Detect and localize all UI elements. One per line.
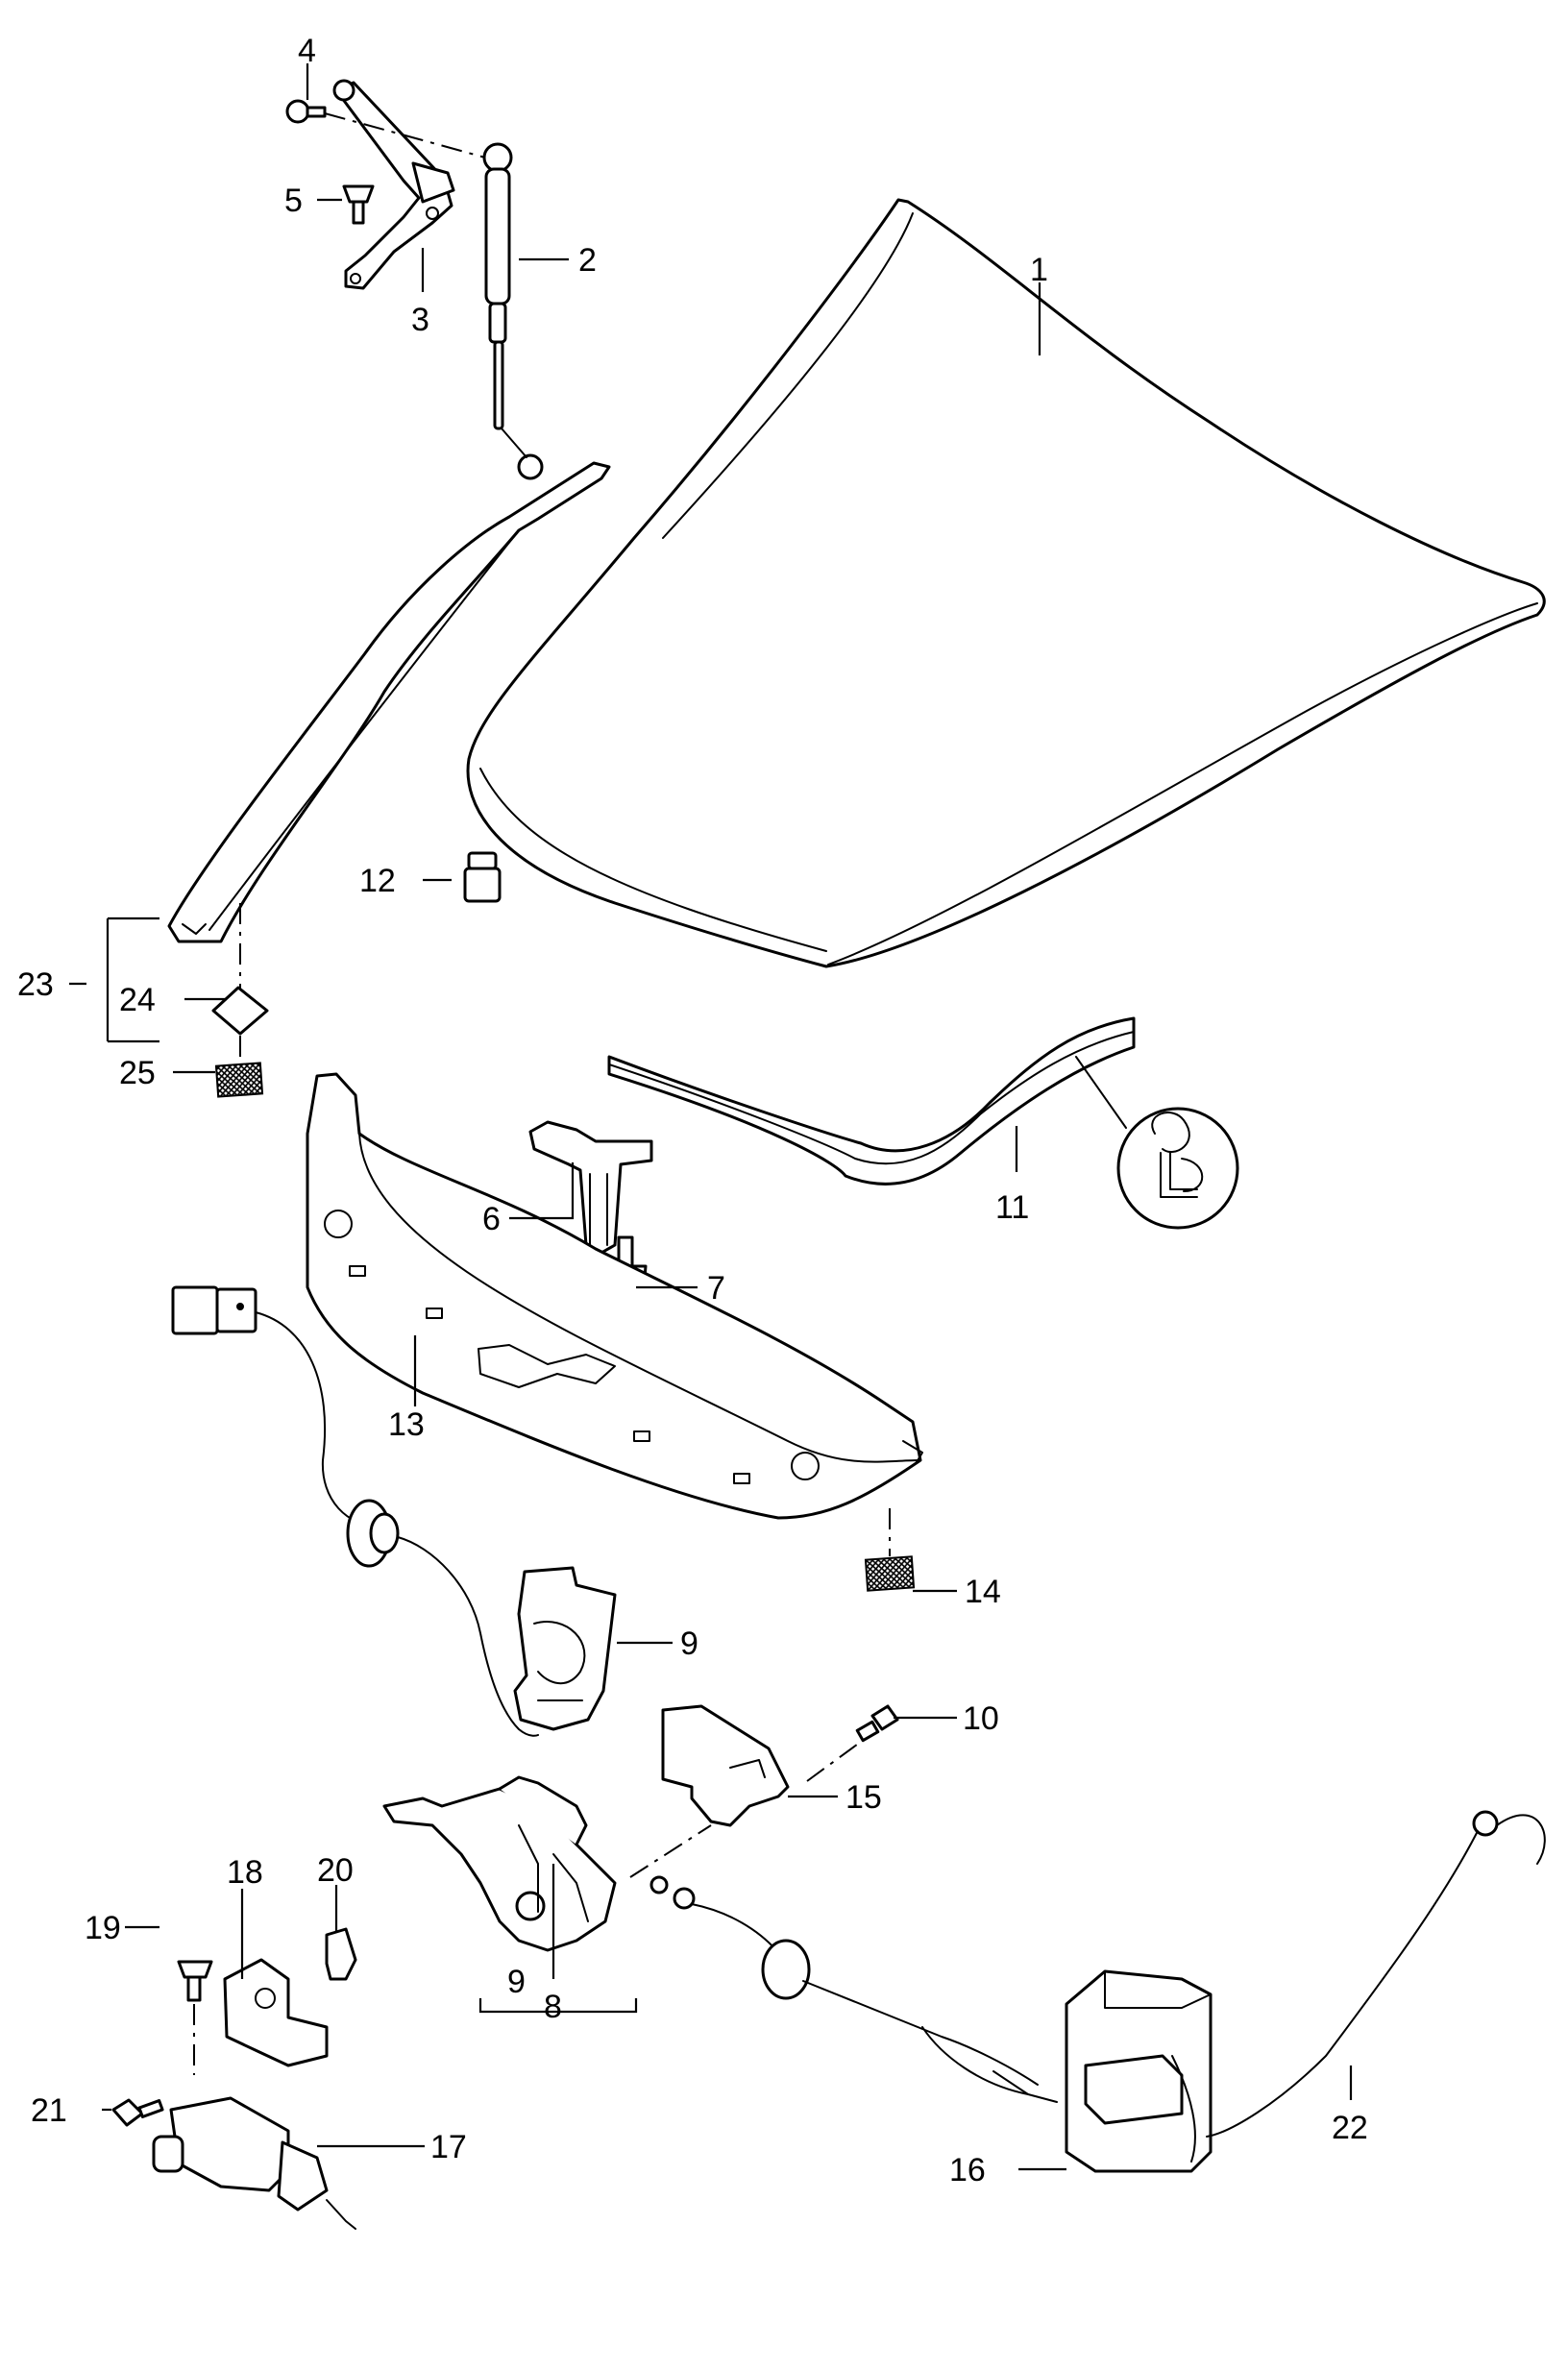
emergency-cable (1206, 1810, 1546, 2138)
callout-14: 14 (965, 1574, 1001, 1610)
callout-9-lock: 9 (507, 1964, 526, 2000)
strut-axis-line (324, 112, 486, 159)
bolt-21 (111, 2098, 164, 2127)
hinge-bracket (332, 79, 455, 290)
callout-5: 5 (284, 183, 303, 219)
bolt-10 (855, 1704, 899, 1743)
bolt-5 (342, 184, 375, 225)
callout-20: 20 (317, 1852, 354, 1889)
hood-panel (466, 198, 1546, 968)
callout-16: 16 (949, 2152, 986, 2188)
callout-25: 25 (119, 1055, 156, 1091)
hood-seal-strip (167, 461, 611, 943)
bolt-4 (285, 99, 327, 124)
rubber-seal (607, 1016, 1136, 1186)
callout-3: 3 (411, 302, 429, 338)
velcro-pad-25 (214, 1062, 264, 1098)
cover-axis-line (806, 1738, 866, 1782)
callout-9-housing: 9 (680, 1625, 698, 1662)
callout-2: 2 (578, 242, 597, 279)
callout-labels: 1 2 3 4 5 6 7 8 9 9 10 11 12 13 14 15 16… (17, 33, 1368, 2188)
lock-bracket (528, 1120, 653, 1255)
detail-pointer (1075, 1056, 1127, 1129)
front-trim-panel (306, 1072, 923, 1520)
callout-17: 17 (430, 2129, 467, 2165)
hood-lock (382, 1775, 617, 1952)
callout-6: 6 (482, 1201, 501, 1237)
velcro-pad-14 (864, 1555, 916, 1592)
callout-11: 11 (995, 1189, 1029, 1226)
callout-12: 12 (359, 863, 396, 899)
lock-axis-line (629, 1824, 712, 1878)
rubber-buffer (463, 851, 502, 903)
callout-22: 22 (1332, 2110, 1368, 2146)
bolt-19 (177, 1960, 213, 2002)
release-cable-upper (171, 1285, 539, 1737)
callout-4: 4 (298, 33, 316, 69)
gas-strut (482, 142, 544, 480)
foam-pad-24 (211, 986, 269, 1036)
release-cable-lower (649, 1875, 1058, 2103)
cover-plate (661, 1704, 790, 1827)
callout-13: 13 (388, 1406, 425, 1443)
leader-lines (69, 63, 1353, 2171)
clip-20 (325, 1927, 357, 1981)
callout-15: 15 (845, 1779, 882, 1816)
callout-8: 8 (544, 1989, 562, 2025)
callout-19: 19 (85, 1910, 121, 1946)
callout-24: 24 (119, 982, 156, 1018)
release-handle-housing (1065, 1969, 1213, 2173)
actuator-motor (152, 2096, 356, 2230)
callout-10: 10 (963, 1700, 999, 1737)
callout-7: 7 (707, 1270, 725, 1307)
callout-18: 18 (227, 1854, 263, 1891)
callout-21: 21 (31, 2092, 67, 2129)
callout-23: 23 (17, 966, 54, 1003)
lock-housing (513, 1566, 617, 1731)
actuator-bracket (223, 1958, 329, 2067)
callout-1: 1 (1030, 252, 1048, 288)
seal-profile-detail (1116, 1107, 1239, 1230)
